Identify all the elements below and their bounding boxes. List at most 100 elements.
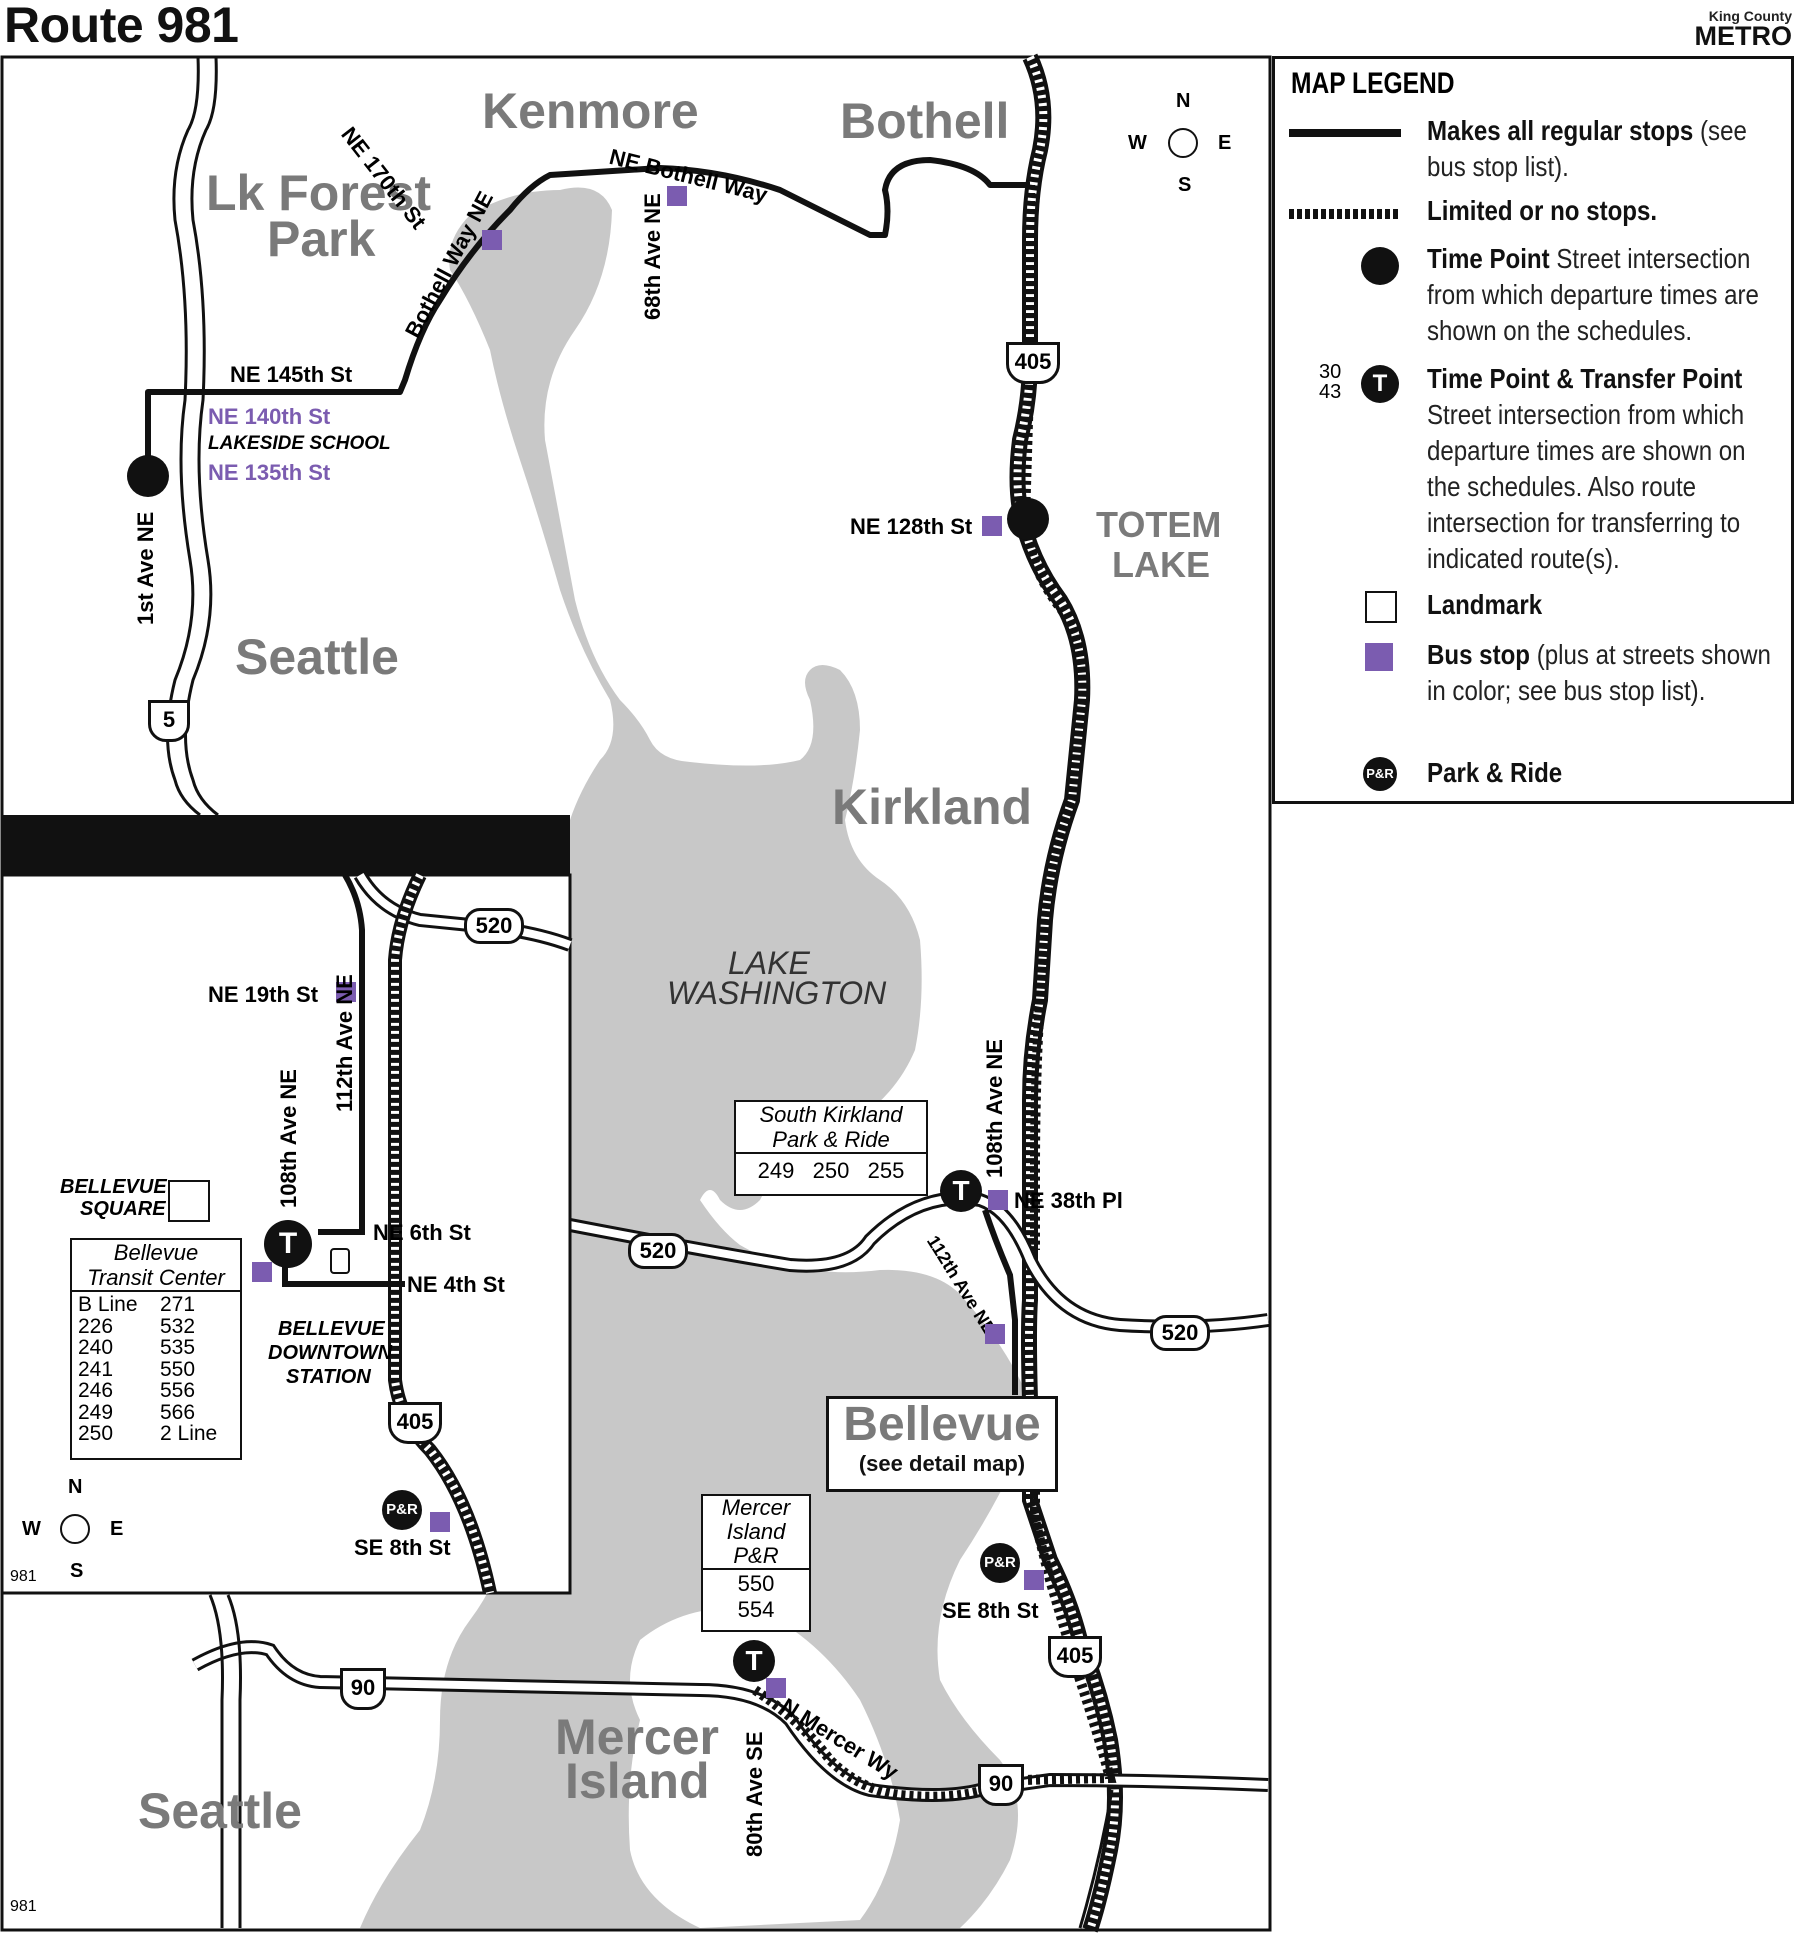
park-and-ride-badge: P&R [980, 1543, 1020, 1583]
map-id-main: 981 [10, 1898, 37, 1915]
mi-pr-line1: Mercer [721, 1495, 791, 1520]
i5-freeway-inner [184, 56, 219, 817]
time-point-1st-ave [127, 455, 169, 497]
area-label-seattle-north: Seattle [235, 629, 399, 685]
street-n-mercer: N Mercer Wy [776, 1693, 903, 1785]
bus-stop [482, 230, 502, 250]
legend-limited-symbol [1289, 209, 1409, 249]
sk-pr-line1: South Kirkland [759, 1102, 903, 1127]
area-label-lake: LAKE [1112, 544, 1210, 585]
inset-405-shield: 405 [388, 1402, 442, 1444]
route-line-108th [982, 1209, 1018, 1395]
mi-pr-r1: 550 [737, 1571, 775, 1596]
transfer-point-kirkland: T [940, 1170, 982, 1212]
btc-route-row: 246 556 [78, 1380, 240, 1402]
btc-route-cell: 556 [160, 1379, 196, 1402]
mi-pr-line3: P&R [703, 1544, 809, 1570]
area-label-bothell: Bothell [840, 93, 1010, 149]
street-ne135: NE 135th St [208, 460, 331, 485]
street-ne38: NE 38th Pl [1014, 1188, 1123, 1213]
street-se8: SE 8th St [942, 1598, 1039, 1623]
map-id-inset: 981 [10, 1568, 37, 1585]
legend-timepoint-bold: Time Point [1427, 243, 1550, 274]
legend-pr-symbol: P&R [1289, 757, 1409, 797]
sk-pr-line2: Park & Ride [736, 1128, 926, 1154]
street-1st-ave: 1st Ave NE [133, 511, 158, 625]
landmark-box-bellevue-square [168, 1180, 210, 1222]
compass-w: W [22, 1518, 41, 1540]
bus-stop [982, 516, 1002, 536]
btc-route-cell: 246 [78, 1379, 114, 1402]
area-label-park: Park [267, 211, 376, 267]
area-label-seattle-south: Seattle [138, 1783, 302, 1839]
mercer-pr-box: Mercer Island P&R 550 554 [701, 1494, 811, 1632]
i90-shield: 90 [978, 1764, 1024, 1806]
btc-route-cell: 550 [160, 1357, 196, 1381]
street-ne128: NE 128th St [850, 514, 973, 539]
area-label-kenmore: Kenmore [482, 83, 699, 139]
bus-stop [336, 982, 356, 1002]
compass-s: S [1178, 174, 1192, 196]
area-label-island: Island [565, 1753, 710, 1809]
legend-regular-rest: (see bus stop list). [1427, 115, 1747, 182]
inset-ne19: NE 19th St [208, 982, 319, 1007]
compass-inset: N W E S [22, 1476, 132, 1586]
compass-ring [1168, 128, 1198, 158]
i405-shield: 405 [1006, 342, 1060, 384]
legend-transfer-text: Time Point & Transfer Point Street inter… [1427, 361, 1771, 577]
i405-south-road [1078, 1789, 1114, 1929]
legend-pr-text: Park & Ride [1427, 755, 1771, 791]
i405-freeway [1009, 53, 1123, 1933]
i90-shield: 90 [340, 1668, 386, 1710]
legend-timepoint-symbol [1289, 247, 1409, 287]
legend-regular-symbol [1289, 129, 1409, 169]
lake-label-1: LAKE [728, 945, 810, 981]
street-112th: 112th Ave NE [923, 1232, 1000, 1339]
inset-route-ne4 [282, 1262, 405, 1287]
area-label-totem: TOTEM [1096, 504, 1222, 545]
compass-n: N [1176, 90, 1191, 112]
bus-stop [252, 1262, 272, 1282]
btc-route-cell: 226 [78, 1314, 114, 1338]
legend-pr-badge: P&R [1363, 757, 1397, 791]
sr520-shield: 520 [628, 1233, 688, 1269]
btc-route-cell: 535 [160, 1336, 196, 1359]
area-label-bellevue: Bellevue [843, 1398, 1041, 1451]
area-label-mercer: Mercer [555, 1709, 719, 1765]
street-108th: 108th Ave NE [982, 1039, 1007, 1178]
legend-busstop-symbol [1289, 643, 1409, 683]
legend-regular-bold: Makes all regular stops [1427, 115, 1694, 146]
legend-pr-bold: Park & Ride [1427, 757, 1563, 788]
legend-limited-text: Limited or no stops. [1427, 193, 1771, 229]
compass-w: W [1128, 132, 1147, 154]
route-line-i90-limited [1019, 1400, 1117, 1785]
legend-transfer-badge: T [1361, 365, 1399, 403]
lake-label-2: WASHINGTON [667, 975, 887, 1011]
landmark-lakeside: LAKESIDE SCHOOL [208, 433, 391, 454]
legend-busstop-text: Bus stop (plus at streets shown in color… [1427, 637, 1771, 709]
i5-shield: 5 [148, 700, 190, 742]
legend-transfer-r1: 30 [1319, 361, 1342, 383]
bus-stop [1024, 1570, 1044, 1590]
logo-big-text: METRO [1694, 21, 1793, 51]
inset-ne6: NE 6th St [373, 1220, 471, 1245]
compass-main: N W E S [1128, 90, 1238, 200]
street-68th: 68th Ave NE [640, 193, 665, 320]
legend-transfer-bold: Time Point & Transfer Point [1427, 363, 1743, 394]
sr520-shield: 520 [1150, 1315, 1210, 1351]
light-rail-icon [330, 1248, 350, 1274]
i405-shield: 405 [1048, 1636, 1102, 1678]
bus-stop [430, 1512, 450, 1532]
i5-south-2 [226, 1594, 242, 1928]
station-label-3: STATION [286, 1366, 371, 1388]
btc-route-cell: 566 [160, 1400, 196, 1424]
station-label-1: BELLEVUE [278, 1318, 385, 1340]
legend-transfer-r2: 43 [1319, 381, 1342, 403]
btc-label-2: Transit Center [72, 1266, 240, 1292]
inset-112th: 112th Ave NE [332, 974, 357, 1112]
